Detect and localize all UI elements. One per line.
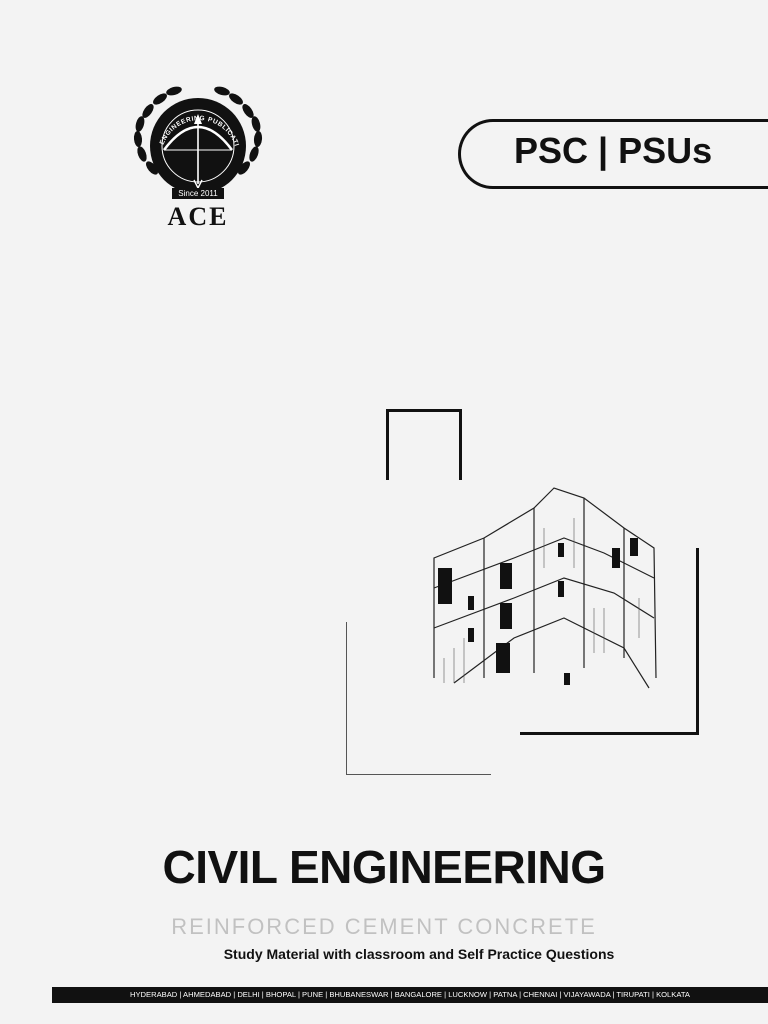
tagline: Study Material with classroom and Self P… [223, 946, 615, 962]
category-label: PSC | PSUs [514, 130, 713, 171]
category-pill [458, 119, 768, 189]
frame-bracket-right [520, 548, 699, 735]
laurel-wreath-icon: ACE ENGINEERING PUBLICATIONS [128, 84, 263, 199]
building-illustration [433, 487, 657, 689]
frame-bracket-thin [346, 622, 491, 775]
footer-cities-bar: HYDERABAD | AHMEDABAD | DELHI | BHOPAL |… [52, 987, 768, 1003]
subject-title: REINFORCED CEMENT CONCRETE [171, 914, 597, 939]
ace-logo: ACE ENGINEERING PUBLICATIONS Since 2011 … [128, 84, 268, 234]
frame-bracket-top [386, 409, 462, 480]
logo-name: ACE [167, 202, 229, 231]
logo-since-text: Since 2011 [178, 189, 218, 198]
main-title: CIVIL ENGINEERING [162, 841, 606, 893]
